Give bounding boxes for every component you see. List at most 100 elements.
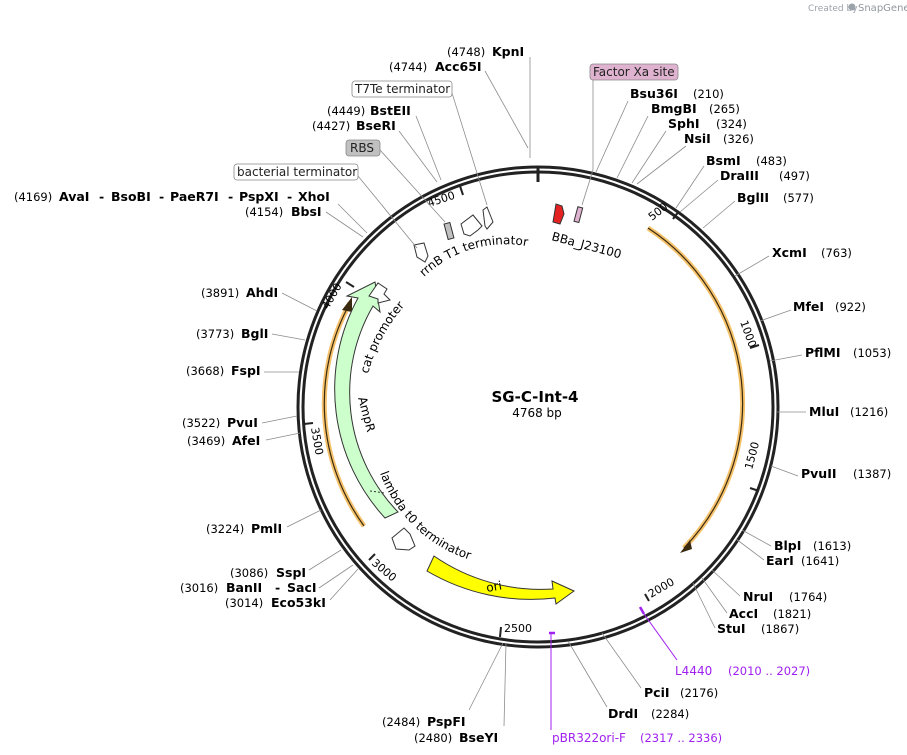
site-blpI[interactable]: BlpI (1613): [741, 529, 851, 553]
site-draIII[interactable]: DraIII (497): [679, 168, 810, 213]
site-drdI[interactable]: DrdI (2284): [567, 640, 689, 721]
svg-text:(4169): (4169): [14, 190, 52, 204]
svg-text:(3014): (3014): [225, 596, 263, 610]
svg-text:-: -: [287, 189, 292, 204]
site-bglII[interactable]: BglII (577): [702, 190, 814, 229]
svg-text:(4744): (4744): [389, 60, 427, 74]
site-kpnI[interactable]: (4748) KpnI: [447, 44, 531, 158]
svg-text:(1216): (1216): [850, 405, 888, 419]
site-xcmI[interactable]: XcmI (763): [734, 245, 852, 277]
svg-text:KpnI: KpnI: [492, 44, 524, 59]
lambda-terminator-label: lambda t0 terminator: [377, 469, 473, 562]
callout-factor-xa[interactable]: Factor Xa site: [581, 63, 679, 206]
cat-promoter-arrow[interactable]: [368, 282, 391, 304]
rbs-feature[interactable]: [443, 221, 455, 241]
site-bsteII[interactable]: (4449) BstEII: [327, 103, 442, 181]
site-bseRI[interactable]: (4427) BseRI: [312, 118, 438, 183]
site-mfeI[interactable]: MfeI (922): [759, 299, 866, 322]
site-sspI[interactable]: (3086) SspI: [230, 549, 342, 580]
rrnb-arrow-large[interactable]: [460, 214, 483, 237]
tick-label-2000: 2000: [646, 575, 677, 600]
orf-arrows: [321, 225, 746, 553]
site-pvuI[interactable]: (3522) PvuI: [182, 415, 298, 430]
orf-arrow-right: [646, 225, 746, 550]
rrnb-label: rrnB T1 terminator: [417, 233, 530, 279]
backbone: [296, 165, 780, 649]
svg-text:(4154): (4154): [245, 205, 283, 219]
site-mluI[interactable]: MluI (1216): [777, 404, 888, 419]
svg-text:BglI: BglI: [241, 326, 268, 341]
ori-feature[interactable]: [426, 555, 575, 605]
site-earI[interactable]: EarI (1641): [735, 538, 839, 568]
site-afeI[interactable]: (3469) AfeI: [187, 432, 301, 448]
site-sphI[interactable]: SphI (324): [631, 116, 747, 184]
site-bseYI[interactable]: (2480) BseYI: [414, 642, 507, 745]
credit-brand: SnapGene: [858, 3, 907, 14]
site-bglI[interactable]: (3773) BglI: [196, 326, 306, 341]
bba-j23100-feature[interactable]: [552, 203, 565, 225]
lambda-terminator-arrow[interactable]: [391, 527, 416, 551]
factor-xa-feature[interactable]: [573, 206, 584, 224]
site-fspI[interactable]: (3668) FspI: [186, 363, 299, 378]
site-bsu36I[interactable]: Bsu36I (210): [595, 86, 724, 173]
site-pvuII[interactable]: PvuII (1387): [770, 465, 891, 481]
tick-label-1000: 1000: [737, 319, 759, 350]
site-xhoI-group[interactable]: (4169) AvaI - BsoBI - PaeR7I - PspXI - X…: [14, 189, 368, 234]
svg-text:BsmI: BsmI: [706, 153, 741, 168]
site-banII-sacI[interactable]: (3016) BanII - SacI: [180, 564, 354, 595]
rrnb-arrow-thin[interactable]: [482, 206, 494, 230]
svg-text:PvuII: PvuII: [801, 466, 837, 481]
svg-text:L4440: L4440: [675, 664, 712, 678]
svg-text:(2284): (2284): [651, 707, 689, 721]
svg-text:BmgBI: BmgBI: [651, 101, 697, 116]
site-nsiI[interactable]: NsiI (326): [636, 131, 754, 185]
callout-rbs[interactable]: RBS: [345, 139, 446, 223]
svg-text:(1053): (1053): [853, 346, 891, 360]
site-pflMI[interactable]: PflMI (1053): [769, 345, 891, 362]
svg-text:Acc65I: Acc65I: [435, 59, 482, 74]
svg-text:(3891): (3891): [201, 286, 239, 300]
plasmid-name: SG-C-Int-4: [491, 388, 578, 406]
site-ahdI[interactable]: (3891) AhdI: [201, 285, 318, 312]
svg-text:(1641): (1641): [801, 554, 839, 568]
site-stuI[interactable]: StuI (1867): [692, 582, 799, 636]
site-bbsI[interactable]: (4154) BbsI: [245, 204, 364, 238]
svg-text:(3773): (3773): [196, 327, 234, 341]
bba-j23100-label: BBa_J23100: [550, 229, 623, 261]
site-acc65I[interactable]: (4744) Acc65I: [389, 59, 482, 74]
svg-text:(1821): (1821): [773, 607, 811, 621]
svg-text:(3522): (3522): [182, 416, 220, 430]
site-pspFI[interactable]: (2484) PspFI: [382, 642, 504, 729]
site-pciI[interactable]: PciI (2176): [601, 632, 718, 700]
tick-label-2500: 2500: [504, 622, 532, 635]
site-bsmI[interactable]: BsmI (483): [675, 153, 787, 209]
svg-text:(2010 .. 2027): (2010 .. 2027): [728, 664, 810, 678]
svg-text:BbsI: BbsI: [291, 204, 322, 219]
rrnb-arrow-small[interactable]: [413, 242, 429, 263]
svg-text:(2317 .. 2336): (2317 .. 2336): [640, 731, 722, 745]
svg-text:FspI: FspI: [231, 363, 261, 378]
svg-text:AhdI: AhdI: [246, 285, 278, 300]
svg-text:(2176): (2176): [680, 686, 718, 700]
svg-text:PvuI: PvuI: [227, 415, 258, 430]
svg-text:-: -: [228, 189, 233, 204]
site-eco53kI[interactable]: (3014) Eco53kI: [225, 568, 359, 610]
callout-t7te[interactable]: T7Te terminator: [351, 80, 488, 206]
features: AmpR cat promoter lambda t0 terminator o…: [334, 203, 623, 605]
svg-text:BseYI: BseYI: [459, 730, 498, 745]
site-nruI[interactable]: NruI (1764): [711, 569, 827, 604]
snapgene-logo-icon: [848, 3, 856, 11]
primer-l4440[interactable]: L4440 (2010 .. 2027): [638, 606, 810, 678]
plasmid-length: 4768 bp: [512, 406, 562, 420]
svg-text:(483): (483): [756, 154, 787, 168]
svg-text:BseRI: BseRI: [356, 118, 396, 133]
primer-pbr322ori-f[interactable]: pBR322ori-F (2317 .. 2336): [549, 631, 722, 745]
site-accI[interactable]: AccI (1821): [701, 577, 811, 621]
site-bmgBI[interactable]: BmgBI (265): [616, 101, 740, 179]
site-pmlI[interactable]: (3224) PmlI: [206, 509, 322, 536]
svg-text:NsiI: NsiI: [684, 131, 711, 146]
ori-label: ori: [485, 578, 503, 594]
svg-text:XcmI: XcmI: [772, 245, 807, 260]
callout-bacterial-terminator[interactable]: bacterial terminator: [233, 163, 418, 249]
